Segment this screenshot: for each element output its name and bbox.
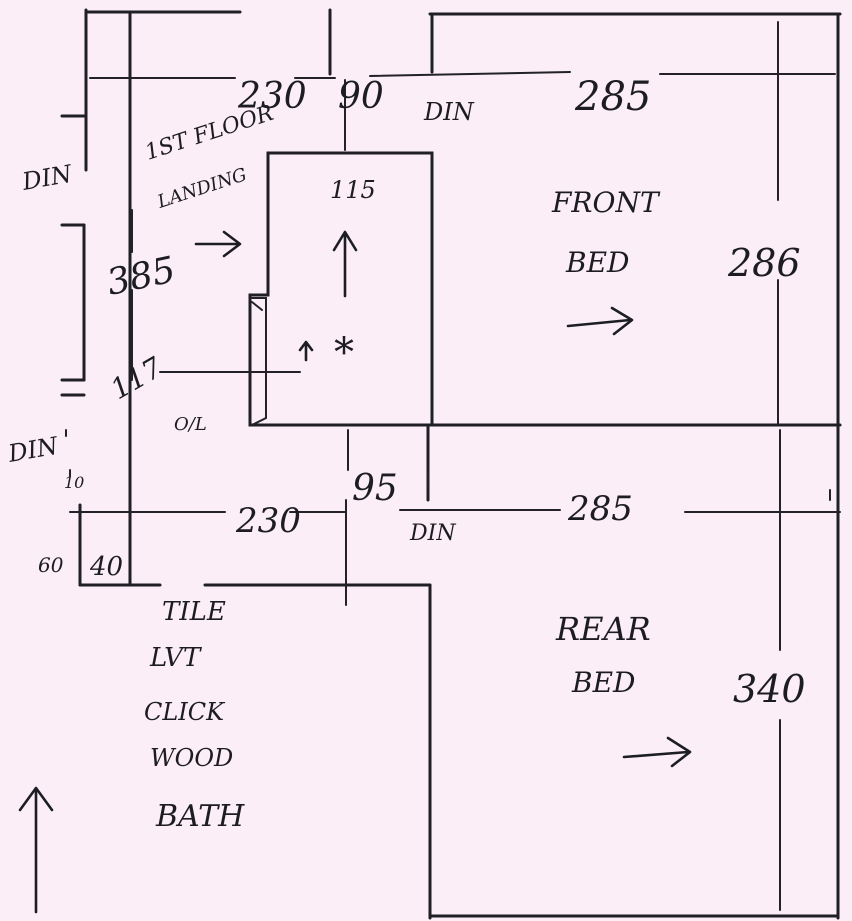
- middle-dim-right: 285: [567, 489, 633, 529]
- landing-arrow: [194, 230, 242, 258]
- stair-handrail: [251, 297, 267, 426]
- front-bed-label-line-1: FRONT: [551, 186, 661, 219]
- dimension-lines: [65, 21, 841, 911]
- right-dimension-line: [777, 21, 781, 911]
- bath-note-line-3: CLICK: [144, 698, 226, 726]
- stair-up-arrow: [332, 230, 358, 298]
- top-dim-left: 230: [237, 76, 307, 117]
- rear-bed-height-dim: 340: [733, 667, 806, 711]
- rear-bed-label-line-1: REAR: [555, 610, 651, 648]
- front-bed-height-dim: 286: [727, 241, 801, 285]
- bath-note-line-5: BATH: [155, 799, 245, 834]
- rear-bed-label-line-2: BED: [571, 666, 635, 699]
- front-bed-arrow: [566, 306, 634, 336]
- landing-label-line-2: LANDING: [154, 164, 249, 213]
- top-dim-right: 285: [574, 74, 651, 120]
- north-arrow: [18, 786, 54, 914]
- small-dim-60: 60: [38, 553, 64, 577]
- middle-dim-middle: 95: [352, 468, 398, 509]
- top-left-stub: [60, 114, 88, 397]
- door-mark-left: DIN: [5, 432, 61, 469]
- top-dim-middle: 90: [338, 76, 384, 117]
- bath-note-line-4: WOOD: [150, 744, 233, 772]
- stair-mark: *: [334, 330, 354, 376]
- small-stair-arrow: [298, 340, 314, 362]
- small-tick-marks: [65, 429, 831, 501]
- landing-box: [248, 151, 434, 427]
- middle-dimension-line: [69, 509, 841, 513]
- landing-label-line-1: 1ST FLOOR: [142, 101, 276, 166]
- left-outer-wall: [78, 8, 88, 587]
- front-bed-label-line-2: BED: [565, 246, 629, 279]
- bath-note-line-2: LVT: [149, 643, 202, 673]
- stair-note: O/L: [174, 414, 207, 435]
- labels: 230 90 285 230 95 285 286 340 385 117 O/…: [5, 74, 805, 834]
- walls: [60, 8, 842, 920]
- top-dimension-line: [89, 71, 836, 79]
- stair-dim: 117: [105, 351, 168, 406]
- bath-note-line-1: TILE: [162, 597, 226, 627]
- landing-width-dim: 115: [330, 176, 376, 204]
- center-dimension-line: [344, 79, 349, 606]
- small-dim-10: 10: [64, 473, 84, 492]
- rear-bed-arrow: [622, 736, 692, 768]
- door-mark-top-left: DIN: [19, 160, 75, 197]
- arrows: [18, 230, 692, 914]
- door-mark-top-center: DIN: [423, 98, 475, 126]
- left-height-dim: 385: [103, 249, 179, 303]
- small-dim-40: 40: [89, 552, 123, 582]
- outer-top-wall: [86, 8, 842, 76]
- middle-dim-left: 230: [235, 501, 301, 541]
- door-mark-bottom-center: DIN: [409, 521, 456, 546]
